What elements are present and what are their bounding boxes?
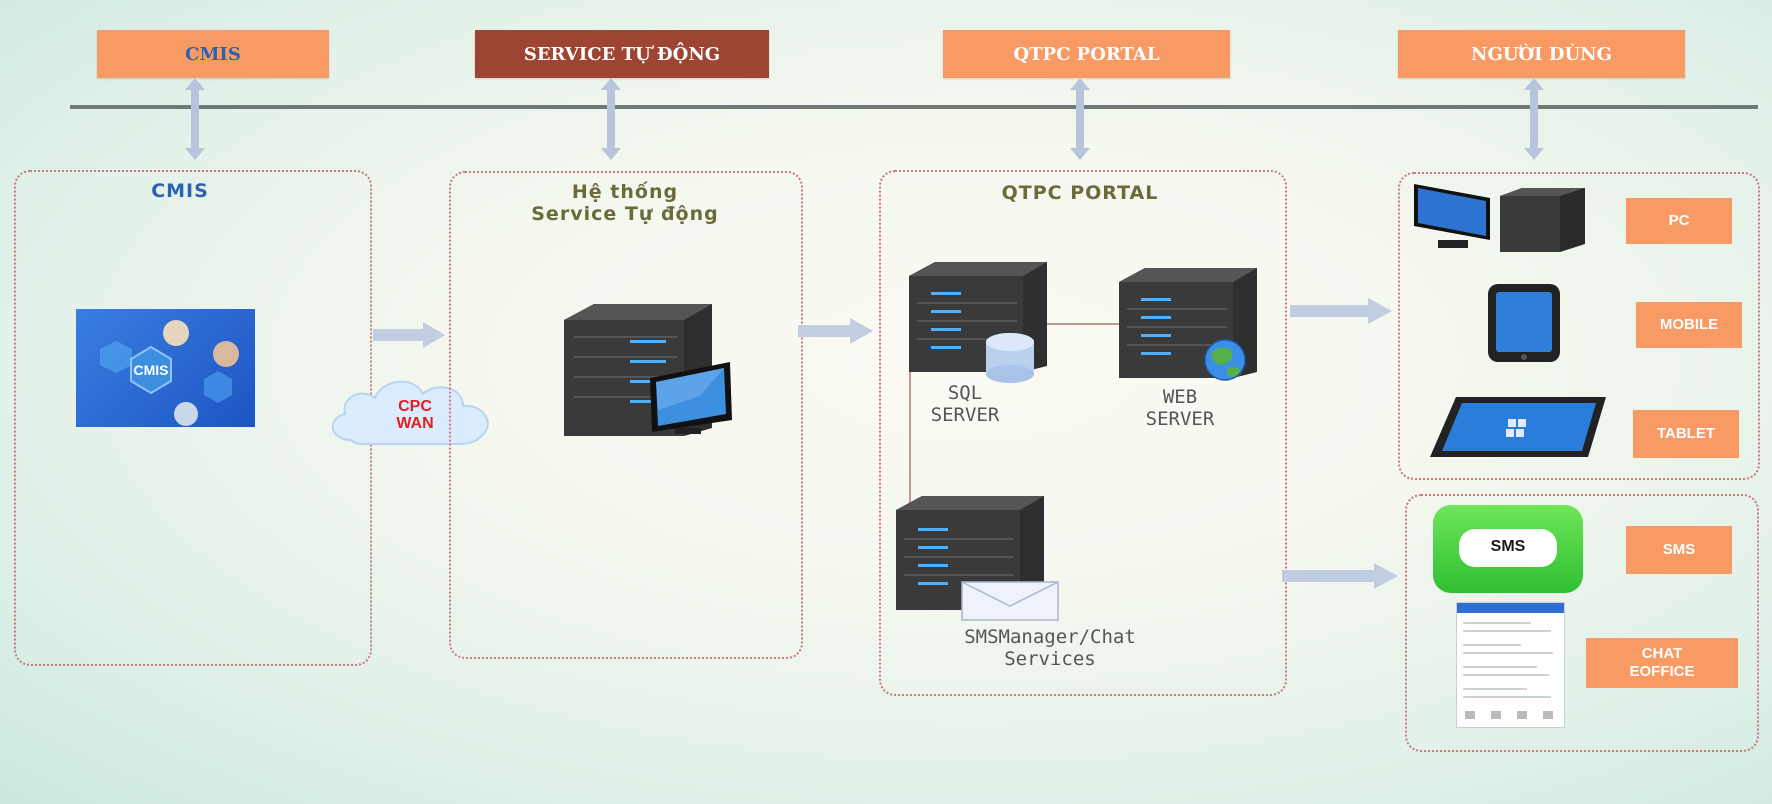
chat-screen-lines (1463, 622, 1553, 719)
device-label-tablet: TABLET (1633, 410, 1739, 458)
chat-screen-header (1457, 603, 1564, 613)
group-title-portal: QTPC PORTAL (1001, 182, 1159, 204)
arrow-portal-to-devices (1290, 298, 1392, 324)
group-title-cmis: CMIS (151, 180, 209, 202)
cloud-label: CPC WAN (396, 398, 434, 432)
sql-server-label: SQL SERVER (930, 382, 1000, 426)
message-label-chat-eoffice: CHAT EOFFICE (1586, 638, 1738, 688)
double-arrow-users (1524, 78, 1544, 160)
cmis-app-image: CMIS (76, 309, 255, 427)
sms-bubble (1459, 529, 1557, 567)
arrow-service-to-portal (798, 318, 873, 344)
cmis-app-icon (100, 320, 239, 426)
group-portal (879, 170, 1287, 696)
device-label-pc: PC (1626, 198, 1732, 244)
message-label-sms: SMS (1626, 526, 1732, 574)
double-arrow-cmis (185, 78, 205, 160)
double-arrow-portal (1070, 78, 1090, 160)
cmis-app-logo-text: CMIS (133, 362, 169, 378)
top-label-portal: QTPC PORTAL (943, 30, 1230, 78)
pc-icon (1414, 184, 1585, 252)
arrow-portal-to-messaging (1282, 563, 1398, 589)
tablet-icon (1430, 397, 1606, 457)
chat-eoffice-screenshot (1456, 602, 1565, 728)
mobile-icon (1488, 284, 1560, 362)
double-arrow-service (601, 78, 621, 160)
top-label-cmis: CMIS (97, 30, 329, 78)
web-server-icon (1119, 268, 1257, 381)
top-label-service: SERVICE TỰ ĐỘNG (475, 30, 769, 78)
group-title-service: Hệ thống Service Tự động (531, 181, 719, 225)
web-server-label: WEB SERVER (1145, 386, 1215, 430)
sql-server-icon (909, 262, 1047, 383)
group-devices (1398, 172, 1760, 480)
group-service (449, 171, 803, 659)
sms-manager-label: SMSManager/Chat Services (964, 626, 1136, 670)
sms-app-icon: SMS (1433, 505, 1583, 593)
group-messaging (1405, 494, 1759, 752)
arrow-cmis-to-service (373, 322, 445, 348)
sms-manager-server-icon (896, 496, 1059, 621)
top-label-users: NGƯỜI DÙNG (1398, 30, 1685, 78)
device-label-mobile: MOBILE (1636, 302, 1742, 348)
automation-server-icon (564, 304, 732, 436)
bus-line (70, 105, 1758, 109)
sms-bubble-text: SMS (1490, 538, 1526, 555)
